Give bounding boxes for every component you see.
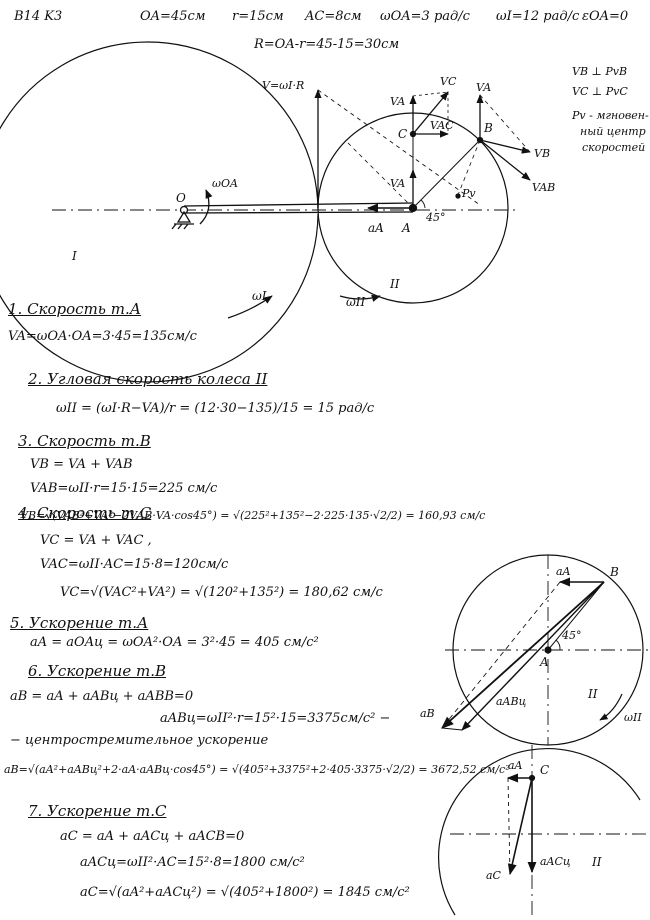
label-45: 45° bbox=[426, 211, 446, 224]
given-oa: OA=45см bbox=[140, 9, 206, 24]
note-pv-3: скоростей bbox=[582, 141, 646, 154]
omega-1-arrow bbox=[227, 295, 273, 319]
crank-oa-top bbox=[183, 202, 414, 207]
pivot-o bbox=[179, 205, 189, 215]
omega-2-arrow-fig2 bbox=[599, 693, 623, 721]
label-vb: VB bbox=[534, 147, 551, 160]
step-6-eq-4: aB=√(aA²+aABц²+2·aA·aABц·cos45°) = √(405… bbox=[4, 763, 510, 776]
note-vb-perp: VB ⊥ PvB bbox=[572, 65, 628, 78]
label-vc: VC bbox=[440, 75, 457, 88]
given-r: r=15см bbox=[232, 9, 284, 24]
step-4-eq-1: VC = VA + VAC , bbox=[40, 533, 152, 548]
label-omega-oa: ωOA bbox=[212, 177, 238, 190]
vc-vector bbox=[412, 91, 449, 135]
step-7-eq-3: aC=√(aA²+aACц²) = √(405²+1800²) = 1845 с… bbox=[80, 885, 410, 900]
step-2-title: 2. Угловая скорость колеса II bbox=[28, 370, 268, 388]
label-b: B bbox=[484, 121, 493, 135]
omega-oa-arrow bbox=[199, 189, 213, 225]
crank-oa-bottom bbox=[183, 211, 414, 214]
given-ac: AC=8см bbox=[305, 9, 362, 24]
given-omega-1: ωI=12 рад/с bbox=[496, 9, 580, 24]
note-pv-1: Pv - мгновен- bbox=[572, 109, 649, 122]
aab-vector-fig2 bbox=[461, 581, 605, 731]
step-3-eq-2: VAB=ωII·r=15·15=225 см/с bbox=[30, 481, 218, 496]
wheel-1-arc bbox=[0, 41, 319, 383]
note-vc-perp: VC ⊥ PvC bbox=[572, 85, 628, 98]
label-vab: VAB bbox=[532, 181, 556, 194]
point-pv bbox=[455, 193, 461, 199]
mechanism-figure bbox=[0, 41, 531, 383]
fig3-label-wheel: II bbox=[592, 855, 602, 869]
fig2-label-45: 45° bbox=[562, 629, 582, 642]
step-7-eq-2: aACц=ωII²·AC=15²·8=1800 см/с² bbox=[80, 855, 305, 870]
step-4-eq-3: VC=√(VAC²+VA²) = √(120²+135²) = 180,62 с… bbox=[60, 585, 383, 600]
step-4-title: 4. Скорость т.С bbox=[18, 504, 152, 522]
step-7-title: 7. Ускорение т.С bbox=[28, 802, 167, 820]
label-c: C bbox=[398, 127, 408, 141]
label-wheel-1: I bbox=[72, 249, 77, 263]
label-wheel-2: II bbox=[390, 277, 400, 291]
fig2-label-aab: aABц bbox=[496, 695, 527, 708]
step-5-title: 5. Ускорение т.А bbox=[10, 614, 149, 632]
step-1-title: 1. Скорость т.А bbox=[8, 300, 142, 318]
vab-vector bbox=[479, 139, 531, 181]
note-pv-2: ный центр bbox=[580, 125, 646, 138]
step-1-equation: VA=ωOA·OA=3·45=135см/с bbox=[8, 329, 197, 344]
label-pv: Pv bbox=[462, 187, 476, 200]
label-o: O bbox=[176, 191, 186, 205]
fig2-label-b: B bbox=[610, 565, 619, 579]
step-6-title: 6. Ускорение т.В bbox=[28, 662, 166, 680]
fig2-label-aa: aA bbox=[556, 565, 571, 578]
fig2-label-wheel: II bbox=[588, 687, 598, 701]
label-va-at-c: VA bbox=[390, 95, 406, 108]
omega-2-arrow bbox=[339, 294, 381, 302]
ac-vector-fig3 bbox=[507, 777, 533, 876]
ab-vector-fig2 bbox=[441, 581, 605, 729]
fig2-label-a: A bbox=[540, 655, 549, 669]
accel-b-figure bbox=[441, 554, 648, 746]
step-6-eq-2: aABц=ωII²·r=15²·15=3375см/с² − bbox=[160, 711, 391, 726]
label-va-at-a: VA bbox=[390, 177, 406, 190]
step-3-eq-3: VB=√(VAB²+VA²−2VAB·VA·cos45°) = √(225²+1… bbox=[20, 509, 486, 522]
fig3-label-aa: aA bbox=[508, 759, 523, 772]
given-epsilon: εOA=0 bbox=[582, 9, 629, 24]
radius-line: R=OA-r=45-15=30см bbox=[254, 37, 400, 52]
fig3-label-c: C bbox=[540, 763, 550, 777]
label-omega-1: ωI bbox=[252, 289, 267, 303]
label-vac: VAC bbox=[430, 119, 454, 132]
given-omega-oa: ωOA=3 рад/с bbox=[380, 9, 470, 24]
step-7-eq-1: aC = aA + aACц + aACВ=0 bbox=[60, 829, 245, 844]
pivot-o-support bbox=[176, 210, 192, 223]
fig3-label-ac: aC bbox=[486, 869, 501, 882]
fig3-label-aac: aACц bbox=[540, 855, 571, 868]
step-4-eq-2: VAC=ωII·AC=15·8=120см/с bbox=[40, 557, 229, 572]
vb-vector bbox=[479, 139, 531, 154]
step-5-equation: aA = aOAц = ωOA²·OA = 3²·45 = 405 см/с² bbox=[30, 635, 319, 650]
step-3-title: 3. Скорость т.В bbox=[18, 432, 151, 450]
step-6-eq-3: − центростремительное ускорение bbox=[10, 733, 269, 748]
fig2-label-ab: aB bbox=[420, 707, 435, 720]
label-v-top: V=ωI·R bbox=[262, 79, 305, 92]
label-aa: aA bbox=[368, 221, 384, 235]
label-va-at-b: VA bbox=[476, 81, 492, 94]
label-omega-2: ωII bbox=[346, 295, 366, 309]
label-a: A bbox=[402, 221, 411, 235]
fig2-label-omega: ωII bbox=[624, 711, 642, 724]
step-3-eq-1: VB = VA + VAB bbox=[30, 457, 133, 472]
accel-c-figure bbox=[437, 745, 648, 916]
step-2-equation: ωII = (ωI·R−VA)/r = (12·30−135)/15 = 15 … bbox=[56, 401, 375, 416]
variant-label: B14 K3 bbox=[14, 9, 63, 24]
step-6-eq-1: aB = aA + aABц + aABВ=0 bbox=[10, 689, 194, 704]
